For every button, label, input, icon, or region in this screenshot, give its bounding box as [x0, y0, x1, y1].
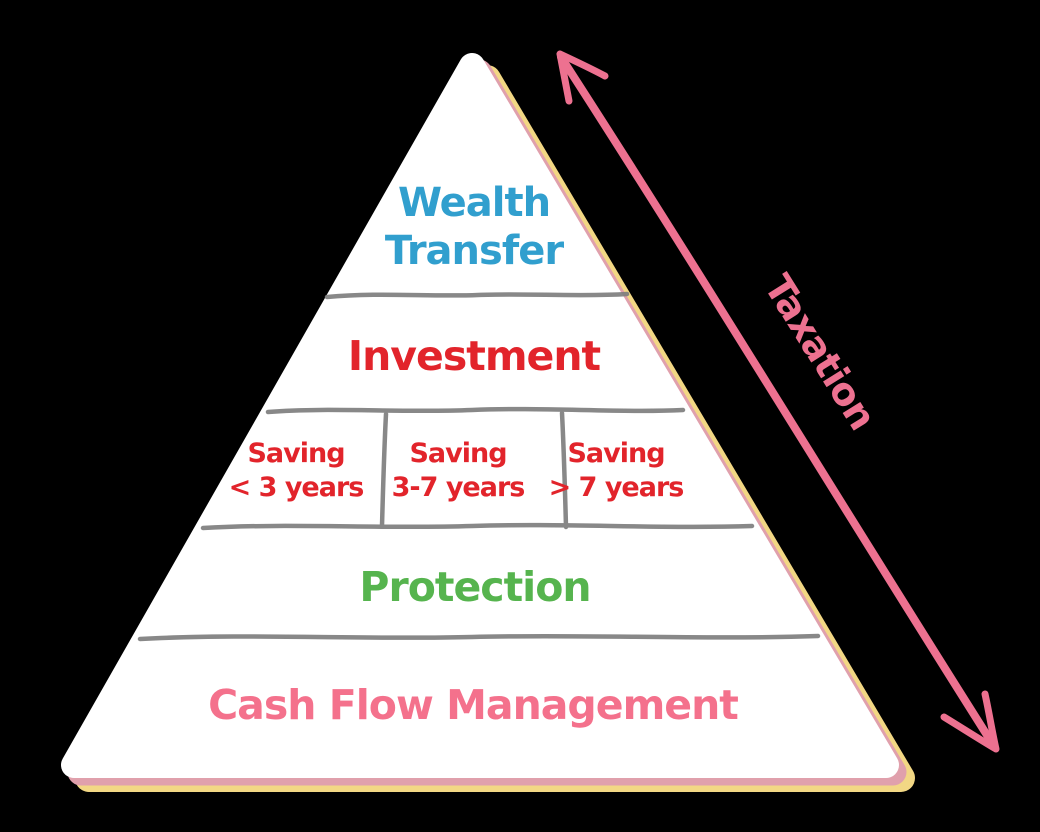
pyramid-face	[61, 53, 899, 778]
pyramid-shape	[61, 53, 915, 792]
divider-protection-cashflow	[137, 633, 821, 642]
protection-label: Protection	[359, 563, 590, 611]
divider-saving-cell-2	[559, 410, 569, 530]
taxation-arrow	[556, 50, 1000, 753]
saving-cell2-label-line2: 3-7 years	[392, 472, 525, 503]
taxation-arrow-head-top	[556, 50, 609, 105]
taxation-arrow-head-bottom	[940, 690, 1000, 753]
wealth-transfer-label-line1: Wealth	[398, 180, 550, 226]
divider-saving-protection	[200, 522, 755, 531]
divider-investment-saving	[265, 406, 686, 415]
investment-label: Investment	[348, 332, 601, 380]
saving-cell2-label-line1: Saving	[409, 438, 506, 469]
cash-flow-label: Cash Flow Management	[208, 681, 738, 729]
divider-saving-cell-1	[379, 411, 389, 529]
saving-cell3-label-line2: > 7 years	[549, 472, 684, 503]
taxation-arrow-shaft	[557, 53, 996, 747]
saving-cell1-label-line2: < 3 years	[229, 472, 364, 503]
wealth-transfer-label-line2: Transfer	[385, 228, 564, 274]
level-dividers	[137, 291, 821, 642]
saving-cell3-label-line1: Saving	[567, 438, 664, 469]
divider-wealth-investment	[324, 291, 630, 300]
saving-cell1-label-line1: Saving	[247, 438, 344, 469]
